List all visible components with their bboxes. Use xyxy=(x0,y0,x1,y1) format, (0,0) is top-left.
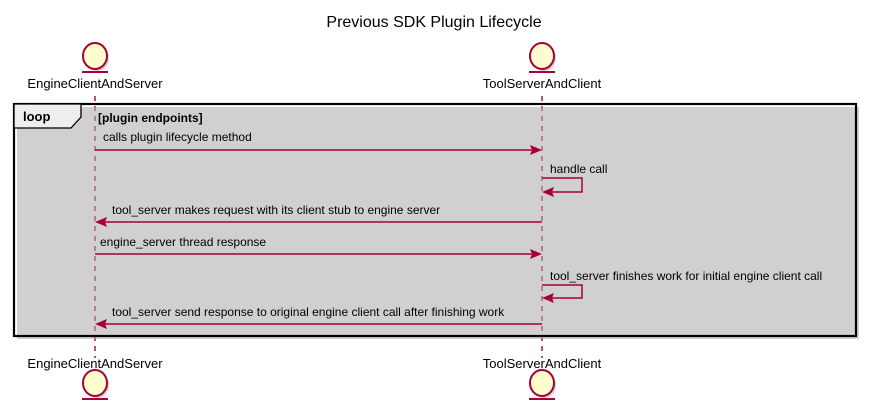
participant-head-tool: ToolServerAndClient xyxy=(483,42,602,91)
loop-frame: loop [plugin endpoints] xyxy=(12,102,859,339)
loop-frame-operator: loop xyxy=(23,109,50,124)
message-5-tool-server-finishes-work: tool_server finishes work for initial en… xyxy=(542,269,822,303)
message-1-calls-plugin-lifecycle-method: calls plugin lifecycle method xyxy=(95,130,542,155)
message-6-label: tool_server send response to original en… xyxy=(112,305,505,319)
participant-label-engine-bottom: EngineClientAndServer xyxy=(27,356,163,371)
loop-frame-guard: [plugin endpoints] xyxy=(98,111,203,125)
message-4-label: engine_server thread response xyxy=(100,235,266,249)
diagram-title: Previous SDK Plugin Lifecycle xyxy=(326,14,541,31)
participant-foot-tool: ToolServerAndClient xyxy=(483,356,602,400)
participant-head-engine: EngineClientAndServer xyxy=(27,42,163,91)
participant-label-engine-top: EngineClientAndServer xyxy=(27,76,163,91)
participant-label-tool-bottom: ToolServerAndClient xyxy=(483,356,602,371)
message-4-engine-server-thread-response: engine_server thread response xyxy=(95,235,542,259)
message-3-tool-server-makes-request: tool_server makes request with its clien… xyxy=(95,203,542,227)
message-2-handle-call: handle call xyxy=(542,162,607,197)
message-1-label: calls plugin lifecycle method xyxy=(103,130,252,144)
participant-label-tool-top: ToolServerAndClient xyxy=(483,76,602,91)
message-6-tool-server-send-response: tool_server send response to original en… xyxy=(95,305,542,329)
message-5-label: tool_server finishes work for initial en… xyxy=(550,269,822,283)
participant-foot-engine: EngineClientAndServer xyxy=(27,356,163,400)
message-2-label: handle call xyxy=(550,162,607,176)
message-3-label: tool_server makes request with its clien… xyxy=(112,203,440,217)
